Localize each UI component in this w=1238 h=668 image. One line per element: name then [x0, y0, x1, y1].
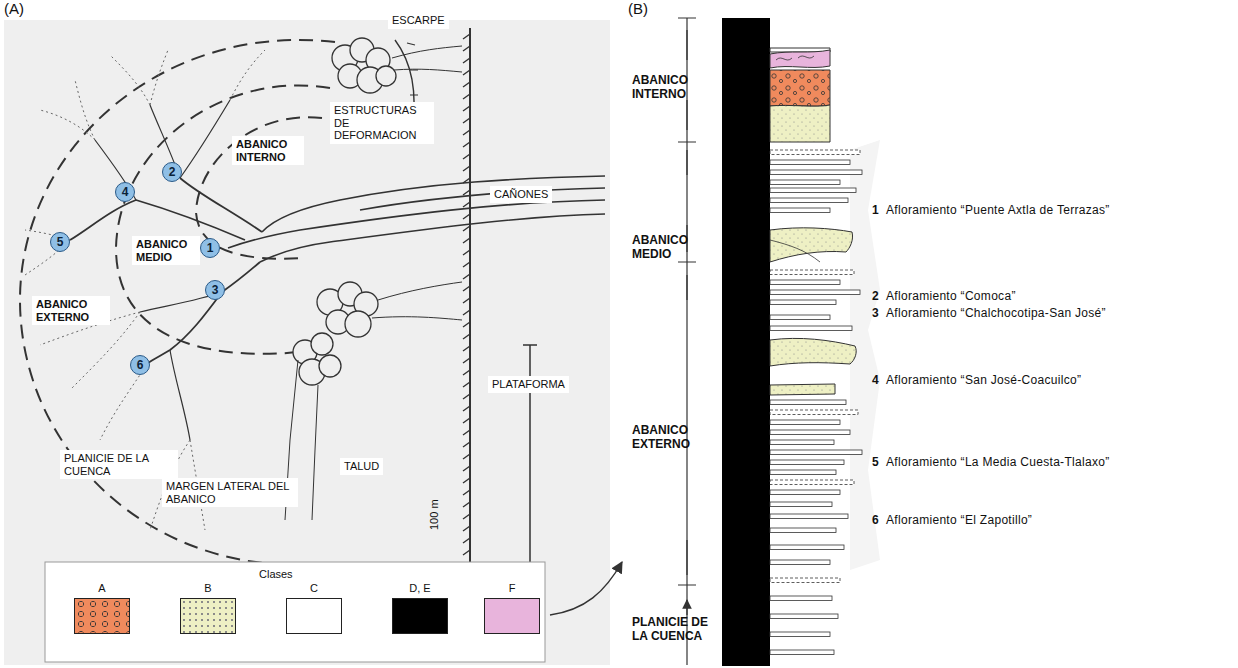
legend-item: B [178, 582, 238, 634]
feature-label: ESTRUCTURAS DE DEFORMACION [330, 102, 434, 144]
callout-circle: 4 [115, 182, 135, 202]
feature-label: PLATAFORMA [488, 376, 569, 393]
feature-label: PLANICIE DE LA CUENCA [60, 450, 178, 479]
feature-label: MARGEN LATERAL DEL ABANICO [162, 478, 298, 507]
callout-number: 5 [57, 235, 64, 249]
callout-number: 2 [872, 290, 879, 304]
legend-swatch [286, 598, 342, 634]
callout-number: 1 [207, 241, 214, 255]
callout-number: 6 [872, 514, 879, 528]
callout-number: 4 [872, 374, 879, 388]
callout-number: 2 [169, 165, 176, 179]
outcrop-label: Afloramiento “Chalchocotipa-San José” [886, 307, 1106, 321]
callout-circle: 5 [50, 232, 70, 252]
legend-label: B [178, 582, 238, 594]
zone-label: ABANICO MEDIO [632, 234, 704, 262]
legend-swatch [484, 598, 540, 634]
legend-label: F [482, 582, 542, 594]
callout-number: 5 [872, 456, 879, 470]
callout-circle: 2 [162, 162, 182, 182]
zone-label: ABANICO EXTERNO [632, 424, 704, 452]
callout-circle: 1 [200, 238, 220, 258]
feature-label: TALUD [340, 458, 383, 475]
callout-number: 3 [212, 283, 219, 297]
zone-label: ABANICO INTERNO [632, 74, 704, 102]
legend-swatch [392, 598, 448, 634]
outcrop-label: Afloramiento “El Zapotillo” [886, 514, 1032, 528]
callout-number: 6 [137, 358, 144, 372]
feature-label: CAÑONES [490, 186, 552, 203]
zone-label: ABANICO INTERNO [232, 136, 304, 165]
legend-item: C [284, 582, 344, 634]
callout-circle: 6 [130, 355, 150, 375]
legend-label: D, E [390, 582, 450, 594]
callout-number: 4 [122, 185, 129, 199]
panel-letter: (B) [628, 0, 648, 17]
outcrop-label: Afloramiento “San José-Coacuilco” [886, 374, 1081, 388]
zone-label: PLANICIE DE LA CUENCA [632, 616, 712, 644]
legend-item: D, E [390, 582, 450, 634]
legend-item: A [72, 582, 132, 634]
panel-letter: (A) [4, 0, 24, 17]
scale-label: 100 m [428, 499, 441, 530]
outcrop-label: Afloramiento “Puente Axtla de Terrazas” [886, 204, 1110, 218]
zone-label: ABANICO EXTERNO [32, 296, 110, 325]
legend-title: Clases [255, 566, 297, 583]
legend-swatch [74, 598, 130, 634]
callout-number: 3 [872, 307, 879, 321]
outcrop-label: Afloramiento “Comoca” [886, 290, 1016, 304]
legend-label: C [284, 582, 344, 594]
stratigraphic-column [678, 18, 880, 666]
callout-number: 1 [872, 204, 879, 218]
feature-label: ESCARPE [388, 12, 449, 29]
legend-label: A [72, 582, 132, 594]
legend-item: F [482, 582, 542, 634]
outcrop-label: Afloramiento “La Media Cuesta-Tlalaxo” [886, 456, 1110, 470]
fan-drawing [20, 28, 622, 662]
callout-circle: 3 [205, 280, 225, 300]
legend-swatch [180, 598, 236, 634]
panel-ground [4, 20, 610, 665]
zone-label: ABANICO MEDIO [132, 236, 200, 265]
